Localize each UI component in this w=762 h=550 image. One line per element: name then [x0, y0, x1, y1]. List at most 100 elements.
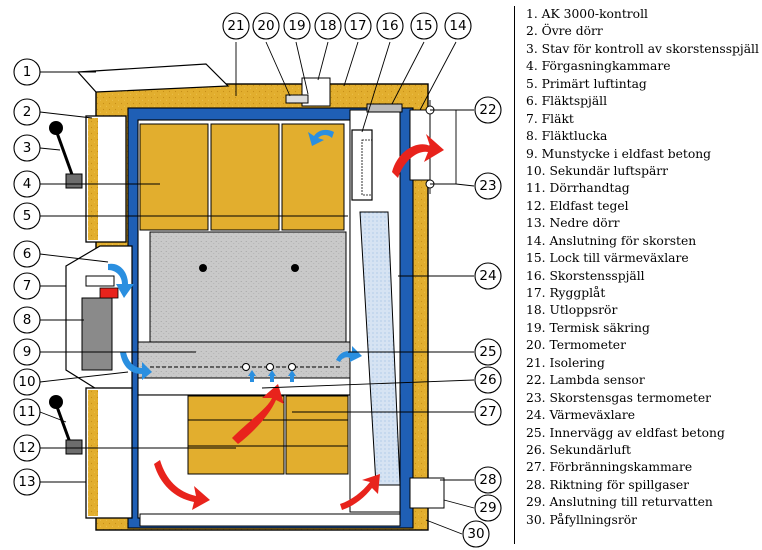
legend-item-23: 23. Skorstensgas termometer: [526, 390, 711, 405]
upper-door-assembly: [49, 115, 127, 243]
callout-1: 1: [13, 58, 41, 86]
legend-item-11: 11. Dörrhandtag: [526, 181, 630, 196]
svg-text:24: 24: [479, 268, 496, 284]
legend-item-14: 14. Anslutning för skorsten: [526, 233, 697, 248]
callout-21: 21: [222, 12, 250, 40]
svg-text:22: 22: [479, 102, 496, 118]
legend-item-5: 5. Primärt luftintag: [526, 76, 647, 91]
callout-18: 18: [314, 12, 342, 40]
legend-item-30: 30. Påfyllningsrör: [526, 512, 637, 527]
svg-text:18: 18: [319, 18, 336, 34]
secondary-air-arrow: [288, 370, 296, 382]
svg-text:6: 6: [23, 246, 32, 262]
refractory-nozzle: [137, 341, 351, 379]
secondary-air-arrow: [336, 346, 362, 362]
legend-item-22: 22. Lambda sensor: [526, 373, 645, 388]
return-water-connection: [409, 477, 445, 509]
legend-item-10: 10. Sekundär luftspärr: [526, 163, 669, 178]
svg-text:21: 21: [227, 18, 244, 34]
fan-damper: [99, 287, 119, 299]
callout-6: 6: [13, 240, 41, 268]
boiler-cross-section-diagram: 1 2 3 4 5 6 7 8 9 10 11 12 13 14 15 16 1…: [13, 12, 502, 548]
flow-arrows: [108, 129, 444, 510]
legend-item-4: 4. Förgasningkammare: [526, 59, 671, 74]
callout-19: 19: [283, 12, 311, 40]
callout-20: 20: [252, 12, 280, 40]
secondary-air-port: [242, 363, 250, 371]
legend-item-21: 21. Isolering: [526, 355, 605, 370]
refractory-brick: [285, 395, 349, 475]
svg-text:5: 5: [23, 208, 32, 224]
svg-text:29: 29: [479, 500, 496, 516]
fan-assembly: [65, 245, 133, 391]
legend-item-29: 29. Anslutning till returvatten: [526, 495, 713, 510]
secondary-air-port: [266, 363, 274, 371]
callout-markers: 1 2 3 4 5 6 7 8 9 10 11 12 13 14 15 16 1…: [13, 12, 502, 548]
bolt-mark: [291, 264, 299, 272]
recirculation-air-arrow: [308, 129, 334, 146]
fuel-load-block: [210, 123, 280, 231]
svg-text:28: 28: [479, 472, 496, 488]
top-fittings: [76, 63, 331, 107]
svg-text:27: 27: [479, 404, 496, 420]
secondary-air-port: [288, 363, 296, 371]
legend-item-27: 27. Förbränningskammare: [526, 460, 693, 475]
callout-7: 7: [13, 272, 41, 300]
svg-text:3: 3: [23, 140, 32, 156]
callout-25: 25: [474, 338, 502, 366]
legend-item-2: 2. Övre dörr: [526, 24, 603, 39]
callout-30: 30: [462, 520, 490, 548]
upper-door-handle: [65, 173, 83, 189]
damper-control-rod: [54, 129, 76, 181]
svg-text:13: 13: [18, 474, 35, 490]
callout-14: 14: [444, 12, 472, 40]
legend-item-9: 9. Munstycke i eldfast betong: [526, 146, 712, 161]
svg-text:7: 7: [23, 278, 32, 294]
svg-text:23: 23: [479, 178, 496, 194]
callout-10: 10: [13, 368, 41, 396]
svg-text:9: 9: [23, 344, 32, 360]
secondary-air-arrow: [248, 370, 256, 382]
svg-text:17: 17: [349, 18, 366, 34]
callout-29: 29: [474, 494, 502, 522]
svg-text:4: 4: [23, 176, 32, 192]
legend-item-24: 24. Värmeväxlare: [526, 408, 635, 423]
legend-item-18: 18. Utloppsrör: [526, 303, 618, 318]
leader-lines: [39, 41, 475, 535]
legend-item-8: 8. Fläktlucka: [526, 129, 608, 144]
combustion-gas-arrow: [232, 384, 284, 444]
legend-item-15: 15. Lock till värmeväxlare: [526, 251, 689, 266]
svg-text:2: 2: [23, 104, 32, 120]
callout-27: 27: [474, 398, 502, 426]
secondary-air-arrow: [268, 370, 276, 382]
legend-item-20: 20. Termometer: [526, 338, 626, 353]
damper-spring: [361, 139, 373, 196]
callout-12: 12: [13, 434, 41, 462]
heat-exchanger: [349, 103, 431, 513]
primary-air-arrow: [120, 352, 152, 380]
lower-door-insulation: [88, 390, 98, 516]
svg-text:1: 1: [23, 64, 32, 80]
ak3000-controller-box: [76, 63, 230, 93]
legend-item-19: 19. Termisk säkring: [526, 320, 650, 335]
damper-rod-knob: [49, 121, 63, 135]
callout-28: 28: [474, 466, 502, 494]
fuel-load-block: [139, 123, 209, 231]
lower-door-handle: [65, 439, 83, 455]
svg-text:12: 12: [18, 440, 35, 456]
callout-15: 15: [410, 12, 438, 40]
legend-item-3: 3. Stav för kontroll av skorstensspjäll: [526, 41, 759, 56]
heat-exchanger-lid: [366, 103, 403, 113]
upper-door-insulation: [88, 118, 98, 240]
legend-item-7: 7. Fläkt: [526, 111, 574, 126]
callout-24: 24: [474, 262, 502, 290]
callout-11: 11: [13, 398, 41, 426]
svg-text:25: 25: [479, 344, 496, 360]
fill-pipe-bottom: [139, 513, 401, 527]
legend-item-12: 12. Eldfast tegel: [526, 198, 629, 213]
parts-legend: 1. AK 3000-kontroll 2. Övre dörr 3. Stav…: [526, 6, 762, 529]
legend-item-25: 25. Innervägg av eldfast betong: [526, 425, 725, 440]
heat-exchanger-tube: [359, 211, 401, 486]
callout-3: 3: [13, 134, 41, 162]
callout-17: 17: [344, 12, 372, 40]
